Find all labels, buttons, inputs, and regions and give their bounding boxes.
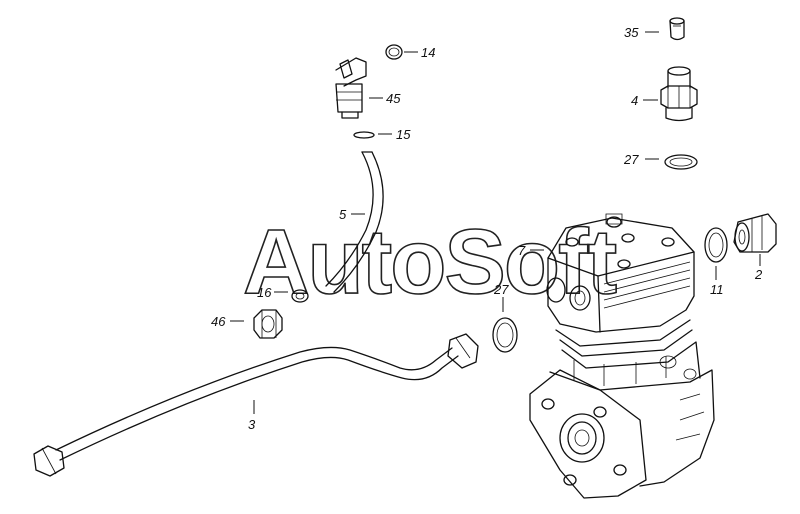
callout-15: 15 (396, 127, 411, 142)
compressor-assembly (529, 213, 715, 499)
callout-16: 16 (257, 285, 272, 300)
callout-3: 3 (248, 417, 256, 432)
part-45-elbow (335, 57, 367, 119)
callout-27b: 27 (493, 282, 509, 297)
part-35-cap (669, 17, 685, 41)
part-27-washer-mid (492, 317, 518, 353)
callout-7: 7 (518, 243, 526, 258)
part-14-ring (385, 44, 403, 60)
callout-5: 5 (339, 207, 347, 222)
part-46-nut (253, 309, 283, 339)
part-5-hose (325, 151, 384, 293)
part-27-washer-top (664, 154, 698, 170)
callout-4: 4 (631, 93, 638, 108)
callout-45: 45 (386, 91, 401, 106)
part-2-fitting (733, 213, 777, 253)
callout-11: 11 (710, 282, 724, 297)
part-11-washer (704, 227, 728, 263)
part-15-oring (353, 131, 375, 139)
callout-35: 35 (624, 25, 639, 40)
watermark-logo: AutoSoft (243, 211, 617, 313)
callout-2: 2 (754, 267, 763, 282)
callout-27a: 27 (623, 152, 639, 167)
callout-14: 14 (421, 45, 435, 60)
callout-46: 46 (211, 314, 226, 329)
part-4-fitting (660, 66, 698, 122)
part-3-pipe (33, 333, 479, 477)
part-16-ring (291, 289, 309, 303)
